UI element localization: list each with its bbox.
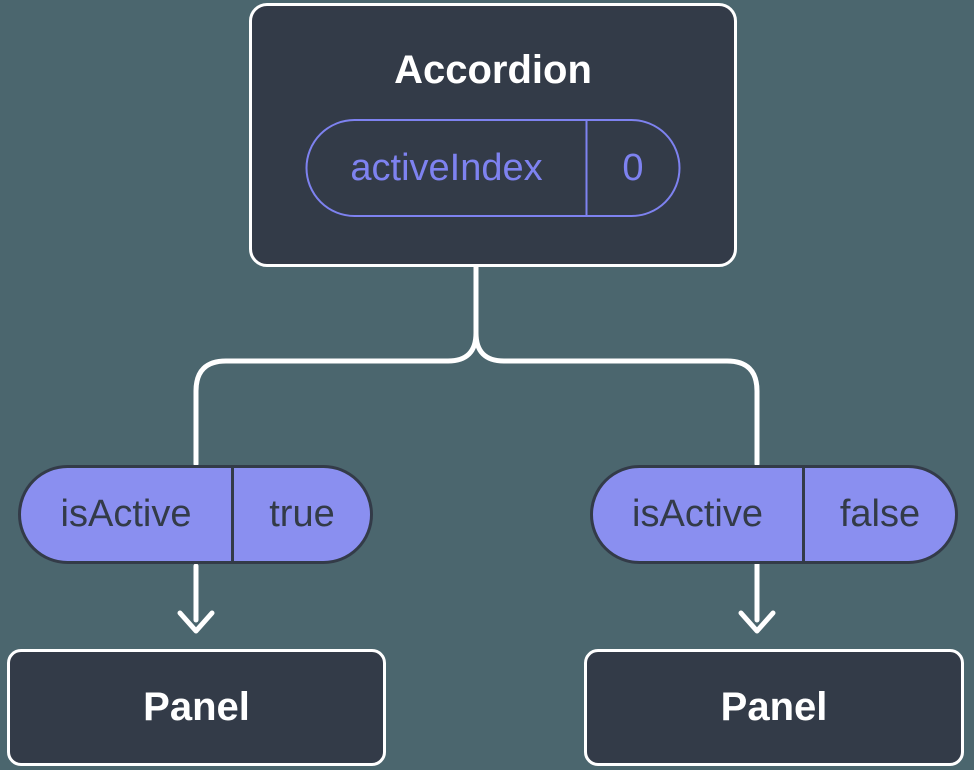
isactive-pill-false: isActive false — [590, 465, 958, 564]
branch-line-left — [193, 262, 479, 467]
accordion-node: Accordion activeIndex 0 — [249, 3, 737, 267]
prop-value-label: false — [839, 493, 921, 535]
panel-label: Panel — [143, 685, 250, 729]
activeindex-prop-pill: activeIndex 0 — [305, 119, 681, 217]
prop-value-label: 0 — [622, 146, 644, 189]
prop-name-label: activeIndex — [308, 121, 588, 215]
prop-name-label: isActive — [593, 468, 805, 561]
arrow-head-left-icon — [177, 610, 215, 634]
panel-label: Panel — [720, 685, 828, 729]
branch-line-right — [473, 262, 760, 467]
prop-name-label: isActive — [21, 468, 234, 561]
panel-node-first: Panel — [7, 649, 386, 766]
accordion-node-title: Accordion — [394, 48, 592, 92]
panel-node-second: Panel — [584, 649, 964, 766]
arrow-head-right-icon — [738, 610, 776, 634]
prop-value-label: true — [269, 493, 335, 535]
isactive-pill-true: isActive true — [18, 465, 373, 564]
